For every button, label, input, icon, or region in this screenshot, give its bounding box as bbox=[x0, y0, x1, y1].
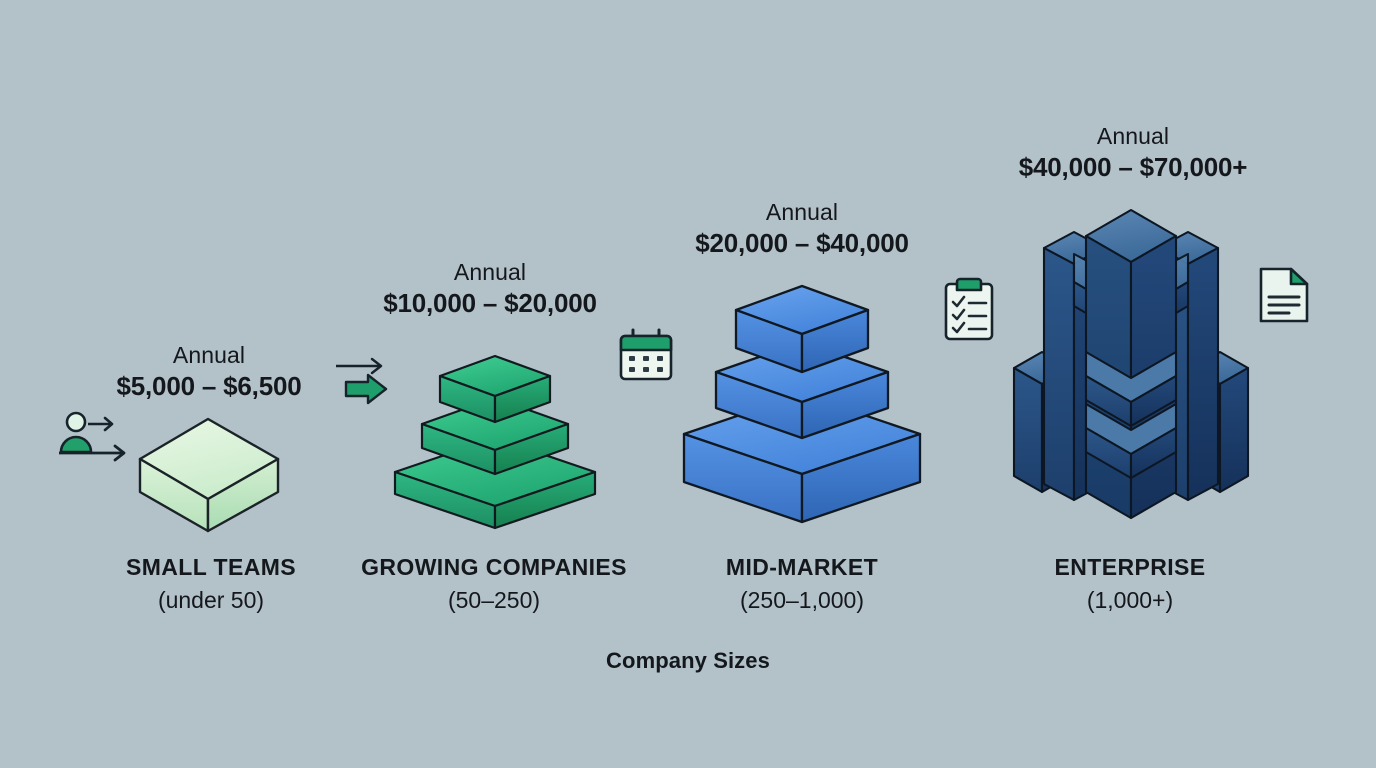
annual-word-mid-market: Annual bbox=[765, 199, 839, 225]
category-label-small-teams: SMALL TEAMS (under 50) bbox=[98, 553, 324, 616]
chart-caption: Company Sizes bbox=[606, 648, 770, 673]
price-range-mid-market: $20,000 – $40,000 bbox=[695, 227, 909, 258]
category-label-mid-market: MID-MARKET (250–1,000) bbox=[690, 553, 914, 616]
figure-mid-market bbox=[680, 272, 925, 528]
category-count-mid-market: (250–1,000) bbox=[739, 586, 865, 613]
figure-enterprise bbox=[998, 192, 1264, 530]
category-name-enterprise: ENTERPRISE bbox=[1054, 554, 1206, 580]
person-growth-icon bbox=[55, 408, 131, 472]
figure-growing-companies bbox=[390, 342, 600, 532]
price-range-growing-companies: $10,000 – $20,000 bbox=[383, 287, 597, 318]
annual-word-small-teams: Annual bbox=[172, 342, 246, 368]
category-count-enterprise: (1,000+) bbox=[1086, 586, 1174, 613]
price-label-enterprise: Annual $40,000 – $70,000+ bbox=[1013, 122, 1253, 184]
price-range-small-teams: $5,000 – $6,500 bbox=[116, 370, 302, 401]
price-label-small-teams: Annual $5,000 – $6,500 bbox=[109, 341, 309, 403]
category-label-growing-companies: GROWING COMPANIES (50–250) bbox=[348, 553, 640, 616]
price-range-enterprise: $40,000 – $70,000+ bbox=[1018, 151, 1248, 182]
category-name-mid-market: MID-MARKET bbox=[725, 554, 879, 580]
document-icon bbox=[1257, 266, 1311, 324]
single-cube-shape bbox=[138, 417, 280, 533]
tower-cluster-shape bbox=[1012, 208, 1250, 520]
three-tier-pyramid-shape-blue bbox=[682, 284, 922, 524]
category-name-growing-companies: GROWING COMPANIES bbox=[361, 554, 627, 580]
category-count-small-teams: (under 50) bbox=[157, 586, 265, 613]
price-label-mid-market: Annual $20,000 – $40,000 bbox=[689, 198, 915, 260]
category-name-small-teams: SMALL TEAMS bbox=[125, 554, 297, 580]
price-label-growing-companies: Annual $10,000 – $20,000 bbox=[378, 258, 602, 320]
annual-word-growing-companies: Annual bbox=[453, 259, 527, 285]
annual-word-enterprise: Annual bbox=[1096, 123, 1170, 149]
figure-small-teams bbox=[138, 415, 286, 535]
clipboard-check-icon bbox=[942, 276, 996, 342]
three-tier-pyramid-shape-green bbox=[393, 354, 597, 530]
category-label-enterprise: ENTERPRISE (1,000+) bbox=[1018, 553, 1242, 616]
category-count-growing-companies: (50–250) bbox=[447, 586, 541, 613]
calendar-icon bbox=[618, 328, 674, 382]
arrow-transition-icon bbox=[334, 352, 396, 408]
